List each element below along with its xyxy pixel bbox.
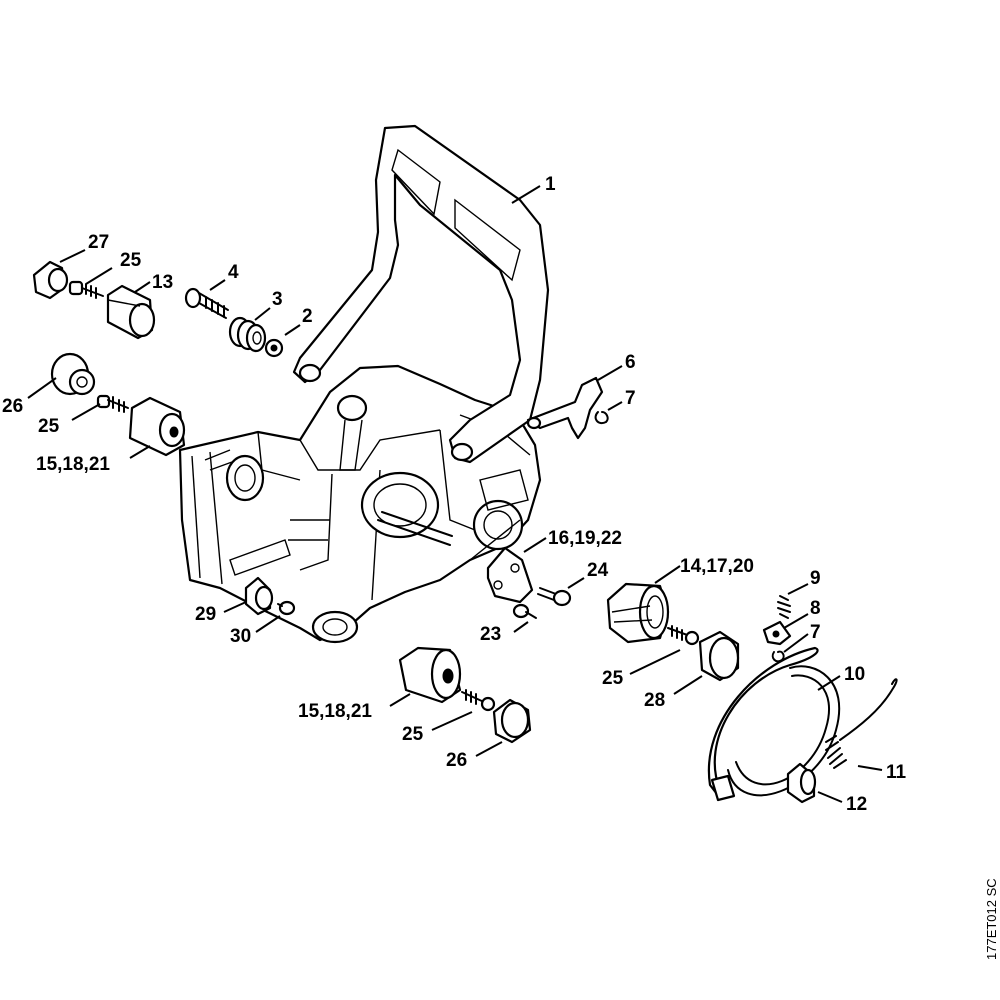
callout-26-bottom: 26 [446,750,467,771]
callout-15-18-21-left: 15,18,21 [36,454,110,475]
callout-9: 9 [810,568,821,589]
callout-26-left: 26 [2,396,23,417]
callout-25-top: 25 [120,250,142,271]
callout-6: 6 [625,352,636,373]
callout-11: 11 [886,762,907,783]
part-23-screw [512,603,537,619]
callout-25-left: 25 [38,416,60,437]
part-9-spring [777,595,791,619]
callout-25-right: 25 [602,668,624,689]
part-15-18-21-buffer-left [128,396,186,457]
part-29-sleeve [244,576,274,616]
crankcase-housing [178,364,542,644]
part-4-bolt [184,287,229,319]
callout-25-bottom: 25 [402,724,424,745]
callout-8: 8 [810,598,821,619]
part-25-screw-right [667,625,700,646]
part-30-screw [277,600,296,616]
part-13-buffer [106,284,156,340]
part-3-spring-buffer [228,316,267,353]
callout-29: 29 [195,604,216,625]
callout-3: 3 [272,289,283,310]
part-26-plug-bottom [492,698,532,744]
part-7-circlip-upper [594,411,609,424]
callout-24: 24 [587,560,609,581]
callout-1: 1 [545,174,556,195]
part-26-plug-left [50,352,96,396]
callout-14-17-20: 14,17,20 [680,556,754,577]
part-27-washer [32,260,69,300]
callout-23: 23 [480,624,501,645]
part-2-screw [264,338,284,358]
reference-code: 177ET012 SC [984,878,999,960]
part-14-17-20-buffer [606,582,670,644]
callout-30: 30 [230,626,251,647]
callout-12: 12 [846,794,867,815]
part-28-cap [698,630,740,682]
part-25-screw-top [68,280,104,299]
part-8-bracket [762,620,792,646]
part-24-screw [537,587,572,607]
part-15-18-21-buffer-bottom [398,646,462,704]
part-12-sleeve [786,762,817,804]
part-25-screw-left [96,394,129,413]
callout-13: 13 [152,272,173,293]
callout-7-lower: 7 [810,622,821,643]
part-6-lever [526,376,604,440]
part-25-screw-bottom [461,689,496,712]
callout-labels: 1 2 3 4 27 25 13 6 7 26 25 15,18,21 16,1… [2,174,907,815]
leader-lines [27,185,883,803]
callout-27: 27 [88,232,109,253]
callout-4: 4 [228,262,239,283]
callout-10: 10 [844,664,865,685]
callout-2: 2 [302,306,313,327]
handlebar [292,124,550,464]
part-16-19-22-bracket [486,546,534,604]
part-10-brake-band [707,646,841,802]
callout-28: 28 [644,690,665,711]
callout-16-19-22: 16,19,22 [548,528,622,549]
callout-7-upper: 7 [625,388,636,409]
part-11-spring [825,678,898,769]
callout-15-18-21-bottom: 15,18,21 [298,701,372,722]
